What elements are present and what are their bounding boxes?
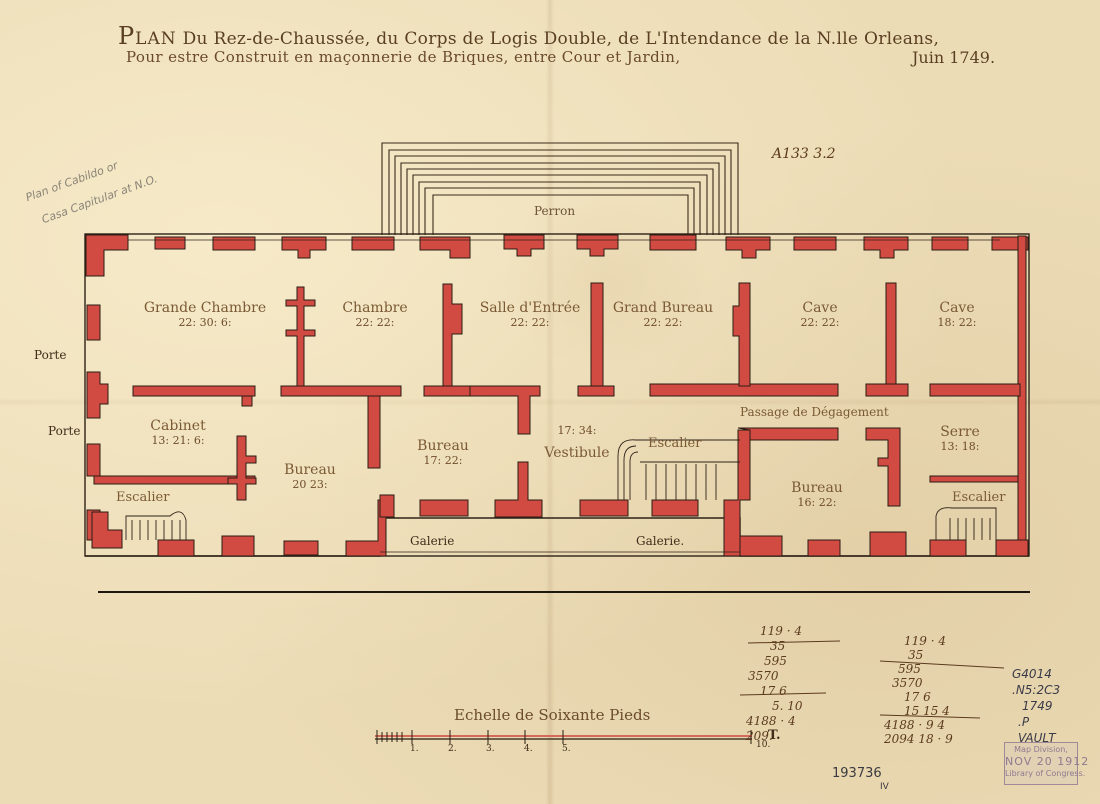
room-bureau-3[interactable]: Bureau 16: 22:: [782, 480, 852, 509]
room-dims: 22: 22:: [800, 316, 840, 329]
call-number-line: .N5:2C3: [1012, 683, 1061, 697]
call-number: G4014 .N5:2C3 1749 .P VAULT: [1012, 666, 1060, 746]
accession-suffix: IV: [880, 782, 889, 792]
calc-line: 5. 10: [772, 699, 803, 713]
calc-line: 17 6: [760, 684, 787, 698]
galerie-left: Galerie: [410, 534, 455, 548]
room-grand-bureau[interactable]: Grand Bureau 22: 22:: [604, 300, 722, 329]
calc-line: 3570: [892, 676, 923, 690]
call-number-line: VAULT: [1018, 731, 1056, 745]
room-dims: 22: 22:: [643, 316, 683, 329]
room-cave-1[interactable]: Cave 22: 22:: [780, 300, 860, 329]
calc-line: 17 6: [904, 690, 931, 704]
calc-line: 35: [908, 648, 924, 662]
call-number-line: .P: [1018, 715, 1030, 729]
room-dims: 13: 18:: [940, 440, 980, 453]
room-dims: 13: 21: 6:: [151, 434, 205, 447]
map-title-line2: Pour estre Construit en maçonnerie de Br…: [126, 48, 681, 66]
room-cabinet[interactable]: Cabinet 13: 21: 6:: [136, 418, 220, 447]
room-name: Grande Chambre: [143, 300, 267, 316]
scale-tick-5: 5.: [562, 744, 571, 754]
calc-line: 2094 18 · 9: [884, 732, 953, 746]
room-passage-degagement[interactable]: Passage de Dégagement: [740, 405, 889, 419]
room-vestibule[interactable]: 17: 34: Vestibule: [540, 424, 614, 461]
calc-line: 15 15 4: [904, 704, 950, 718]
perron-label: Perron: [534, 204, 576, 218]
stamp-line3: Library of Congress.: [1005, 769, 1086, 778]
room-name: Serre: [940, 424, 980, 440]
room-cave-2[interactable]: Cave 18: 22:: [922, 300, 992, 329]
windows: [84, 239, 1000, 553]
scale-bar: [375, 730, 752, 744]
perron-steps: [381, 142, 739, 235]
red-walls: [85, 234, 1029, 557]
room-dims: 17: 34:: [557, 424, 597, 437]
room-dims: 16: 22:: [797, 496, 837, 509]
map-title-text: Du Rez-de-Chaussée, du Corps de Logis Do…: [182, 29, 940, 49]
room-bureau-1[interactable]: Bureau 20 23:: [270, 462, 350, 491]
room-escalier-right[interactable]: Escalier: [952, 490, 1006, 505]
calc-line: 209.: [746, 729, 773, 743]
scale-tick-10: 10.: [756, 740, 771, 750]
room-name: Bureau: [284, 462, 336, 478]
scale-unit: T.: [768, 728, 781, 743]
staircases: [125, 439, 997, 540]
room-dims: 17: 22:: [423, 454, 463, 467]
room-escalier-left[interactable]: Escalier: [116, 490, 170, 505]
porte-label-lower: Porte: [48, 424, 81, 438]
calc-right: 119 · 4 35 595 3570 17 6 15 15 4 4188 · …: [884, 634, 953, 746]
calc-line: 4188 · 4: [746, 714, 796, 728]
room-dims: 22: 30: 6:: [178, 316, 232, 329]
calc-line: 119 · 4: [904, 634, 946, 648]
calc-line: 595: [898, 662, 921, 676]
room-serre[interactable]: Serre 13: 18:: [930, 424, 990, 453]
porte-label-upper: Porte: [34, 348, 67, 362]
scale-title: Echelle de Soixante Pieds: [454, 706, 651, 724]
library-stamp: Map Division, NOV 20 1912 Library of Con…: [1004, 742, 1090, 785]
scale-tick-4: 4.: [524, 744, 533, 754]
map-date: Juin 1749.: [912, 48, 996, 67]
calc-line: 4188 · 9 4: [884, 718, 946, 732]
scale-tick-2: 2.: [448, 744, 457, 754]
room-dims: 22: 22:: [510, 316, 550, 329]
room-name: Cabinet: [150, 418, 206, 434]
room-name: Bureau: [791, 480, 843, 496]
calc-line: 35: [770, 639, 786, 653]
accession-number: 193736: [832, 766, 882, 781]
call-number-line: G4014: [1012, 667, 1052, 681]
galerie-right: Galerie.: [636, 534, 685, 548]
calc-line: 119 · 4: [760, 624, 802, 638]
room-bureau-2[interactable]: Bureau 17: 22:: [408, 438, 478, 467]
room-grande-chambre[interactable]: Grande Chambre 22: 30: 6:: [130, 300, 280, 329]
room-name: Vestibule: [544, 445, 610, 461]
scale-tick-3: 3.: [486, 744, 495, 754]
room-chambre[interactable]: Chambre 22: 22:: [330, 300, 420, 329]
room-name: Cave: [939, 300, 975, 316]
scale-tick-1: 1.: [410, 744, 419, 754]
room-salle-entree[interactable]: Salle d'Entrée 22: 22:: [474, 300, 586, 329]
stamp-date: NOV 20 1912: [1005, 755, 1090, 768]
room-name: Salle d'Entrée: [479, 300, 581, 316]
room-name: Bureau: [417, 438, 469, 454]
calc-left: 119 · 4 35 595 3570 17 6 5. 10 4188 · 4 …: [746, 624, 803, 744]
room-dims: 22: 22:: [355, 316, 395, 329]
call-number-line: 1749: [1022, 699, 1053, 713]
room-dims: 18: 22:: [937, 316, 977, 329]
catalog-number-top: A133 3.2: [772, 146, 836, 162]
room-dims: 20 23:: [292, 478, 328, 491]
calc-line: 595: [764, 654, 787, 668]
room-name: Grand Bureau: [612, 300, 714, 316]
map-title-prefix: Plan: [118, 22, 177, 50]
stamp-line1: Map Division,: [1014, 745, 1068, 754]
room-name: Chambre: [342, 300, 408, 316]
room-escalier-center[interactable]: Escalier: [648, 436, 702, 451]
calculation-rules: [739, 640, 1005, 719]
calc-line: 3570: [748, 669, 779, 683]
room-name: Cave: [802, 300, 838, 316]
